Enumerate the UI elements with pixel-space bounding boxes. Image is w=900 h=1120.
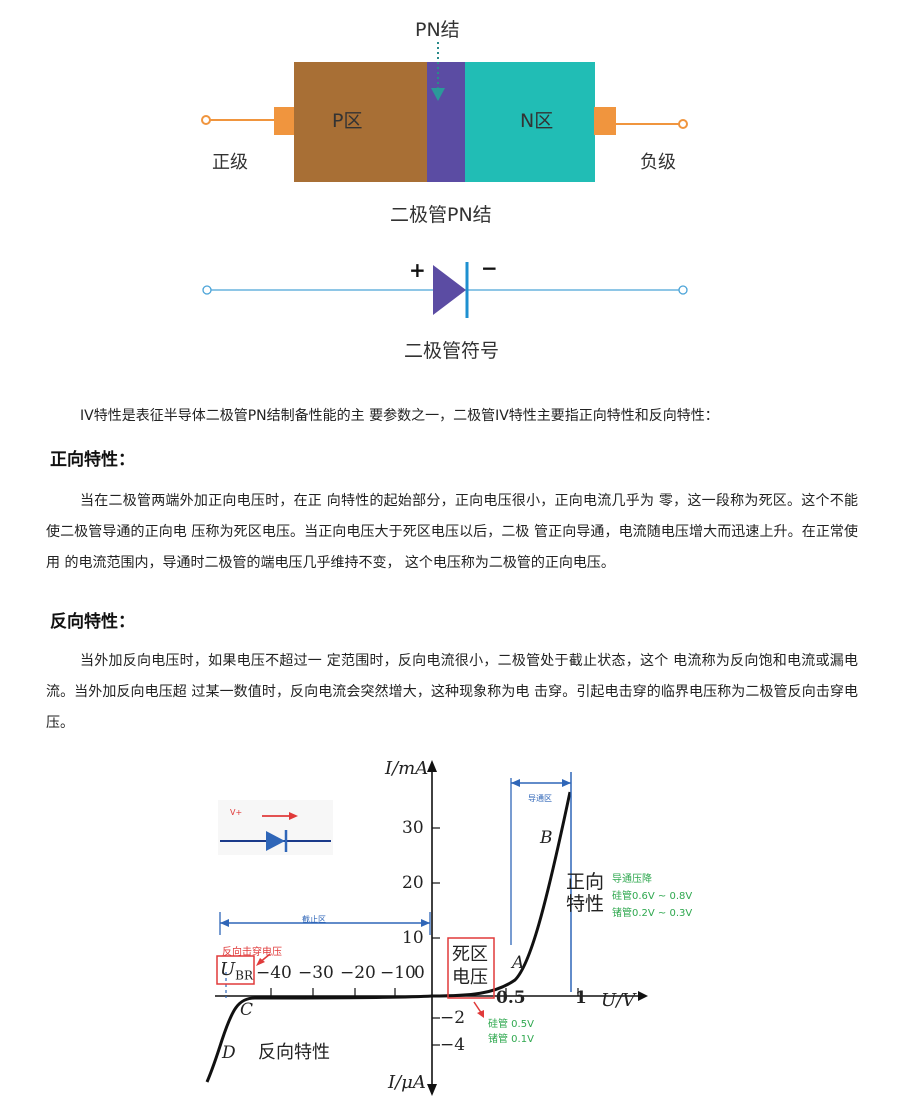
y-tick-neg4: −4: [440, 1035, 466, 1055]
ubr-main: U: [220, 959, 236, 980]
y-tick-10: 10: [402, 928, 424, 948]
iv-characteristic-chart: [205, 760, 648, 1096]
forward-curve: [431, 791, 572, 998]
y-tick-30: 30: [402, 818, 424, 838]
cathode-label: 负级: [640, 152, 676, 173]
junction-label: PN结: [415, 19, 460, 41]
x-tick-0-5: 0.5: [496, 988, 526, 1008]
cutoff-region-label: 截止区: [302, 915, 326, 924]
ubr-box: [216, 955, 255, 985]
dead-zone-box: [447, 937, 495, 999]
n-region-label: N区: [520, 110, 554, 132]
y-neg-axis-label: I/μA: [388, 1072, 426, 1093]
x-tick-1: 1: [575, 988, 587, 1008]
dead-zone-ge: 锗管 0.1V: [488, 1034, 534, 1045]
reverse-char-label: 反向特性: [258, 1042, 330, 1063]
diode-triangle-icon: [433, 265, 466, 315]
plus-sign: +: [409, 258, 426, 282]
point-d-label: D: [222, 1043, 236, 1063]
junction-region: [427, 62, 465, 182]
breakdown-voltage-label: 反向击穿电压: [222, 947, 282, 958]
x-tick-neg30: −30: [298, 963, 334, 983]
p-region: [294, 62, 427, 182]
ubr-label: UBR: [220, 959, 253, 983]
forward-char-label-1: 正向: [566, 871, 605, 893]
anode-label: 正级: [212, 152, 248, 173]
minus-sign: −: [481, 256, 498, 280]
reverse-paragraph: 当外加反向电压时，如果电压不超过一 定范围时，反向电流很小，二极管处于截止状态，…: [46, 653, 858, 731]
dead-zone-label-1: 死区: [452, 944, 488, 965]
point-b-label: B: [540, 828, 553, 848]
y-pos-axis-label: I/mA: [385, 758, 429, 779]
x-tick-neg10: −10: [380, 963, 416, 983]
n-region: [465, 62, 595, 182]
forward-char-label-2: 特性: [566, 893, 605, 915]
conduction-region-label: 导通区: [528, 794, 552, 803]
x-tick-0: 0: [414, 963, 425, 983]
x-tick-neg40: −40: [256, 963, 292, 983]
reverse-heading: 反向特性：: [50, 612, 135, 632]
forward-paragraph: 当在二极管两端外加正向电压时，在正 向特性的起始部分，正向电压很小，正向电流几乎…: [46, 493, 858, 571]
y-tick-neg2: −2: [440, 1008, 466, 1028]
diode-symbol: [202, 262, 688, 318]
reverse-curve: [205, 994, 433, 1083]
ubr-subscript: BR: [235, 968, 254, 983]
symbol-caption: 二极管符号: [404, 340, 500, 362]
point-a-label: A: [512, 953, 525, 973]
pn-caption: 二极管PN结: [390, 204, 492, 226]
p-region-label: P区: [332, 110, 363, 132]
x-tick-neg20: −20: [340, 963, 376, 983]
forward-drop-ge: 锗管0.2V ~ 0.3V: [612, 908, 693, 919]
dead-zone-si: 硅管 0.5V: [488, 1019, 534, 1030]
forward-drop-si: 硅管0.6V ~ 0.8V: [612, 891, 693, 902]
y-tick-20: 20: [402, 873, 424, 893]
x-axis-label: U/V: [601, 990, 636, 1011]
inset-v-label: V+: [230, 808, 243, 817]
point-c-label: C: [240, 1000, 254, 1020]
pn-junction-diagram: [201, 42, 688, 182]
forward-heading: 正向特性：: [50, 450, 135, 470]
junction-arrow-icon: [431, 88, 445, 101]
intro-text: IV特性是表征半导体二极管PN结制备性能的主 要参数之一，二极管IV特性主要指正…: [80, 408, 719, 424]
forward-drop-title: 导通压降: [612, 874, 652, 885]
dead-zone-label-2: 电压: [452, 967, 488, 988]
